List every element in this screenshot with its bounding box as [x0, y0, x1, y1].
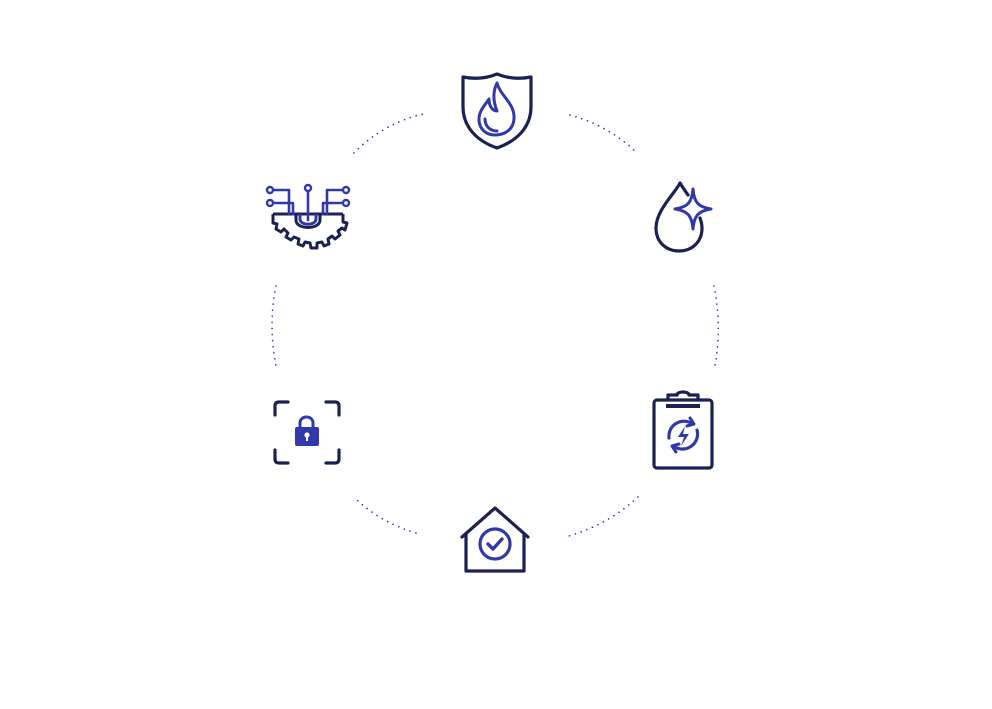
connector-bottom-left: [353, 496, 417, 534]
connector-left: [271, 285, 277, 367]
connector-top-right: [569, 114, 639, 155]
fire-shield-icon: [459, 71, 535, 151]
connector-top-left: [353, 113, 424, 154]
water-drop-sparkle-icon: [650, 180, 716, 256]
lock-frame-icon: [272, 399, 342, 467]
circuit-gear-icon: [263, 182, 355, 258]
connector-bottom-right: [568, 496, 639, 537]
connector-right: [713, 285, 720, 367]
home-check-icon: [459, 505, 531, 575]
clipboard-energy-cycle-icon: [650, 390, 716, 472]
